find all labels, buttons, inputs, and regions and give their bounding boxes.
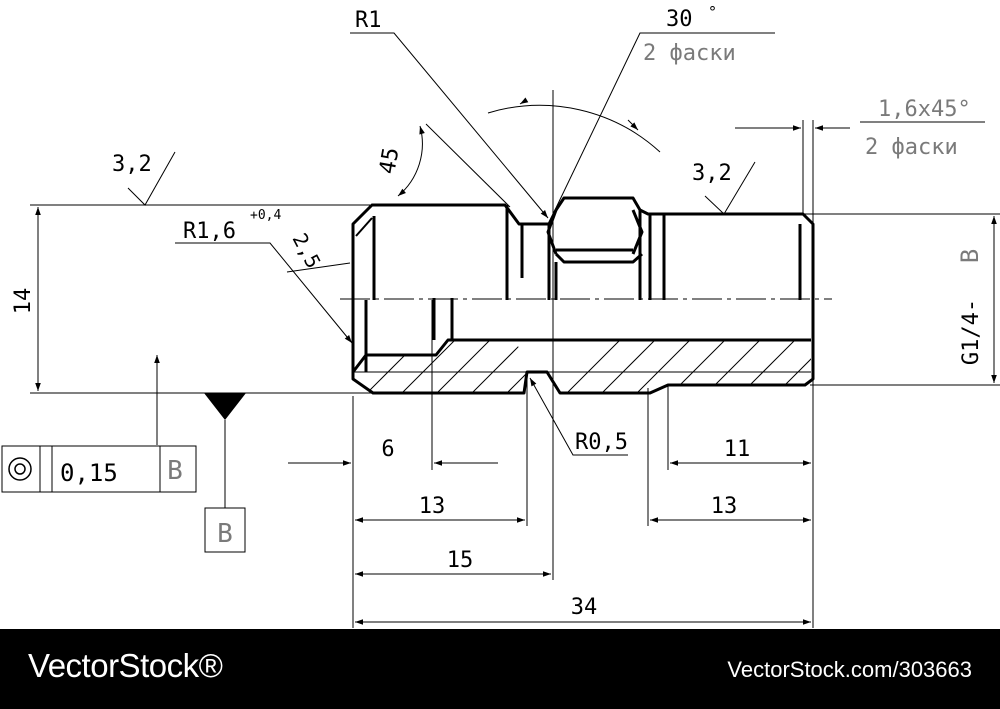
- leader-chamfer-25: [286, 262, 351, 273]
- chamfers-note-b: 2 фаски: [865, 135, 958, 160]
- dim-34-label: 34: [571, 595, 598, 620]
- dimension-lines: [35, 97, 997, 625]
- chamfer-25-label: 2,5: [288, 229, 326, 272]
- tolerance-value: 0,15: [60, 459, 118, 487]
- datum-triangle: [204, 393, 246, 420]
- fillet-r16-label: R1,6: [183, 219, 236, 244]
- chamfer-right-label: 1,6x45°: [878, 97, 971, 122]
- angle-arc-45: [397, 125, 425, 197]
- roughness-right-label: 3,2: [692, 161, 732, 186]
- roughness-left-label: 3,2: [112, 152, 152, 177]
- roughness-symbol-right: [704, 161, 756, 215]
- datum-label: B: [217, 519, 233, 549]
- chamfer-angle-label: 45: [375, 146, 404, 176]
- concentricity-icon: [8, 457, 32, 481]
- part-outline: [351, 196, 815, 395]
- angle-arc-30: [487, 104, 661, 153]
- fillet-r16-tolerance: +0,4: [250, 208, 281, 223]
- dim-11-label: 11: [724, 437, 751, 462]
- leader-30: [554, 32, 775, 211]
- watermark-footer: VectorStock® VectorStock.com/303663: [0, 629, 1000, 709]
- annotations: R1 30 ° 2 фаски 1,6x45° 2 фаски 3,2 3,2 …: [11, 3, 984, 620]
- footer-brand: VectorStock®: [28, 647, 223, 684]
- leader-r1: [350, 32, 549, 219]
- footer-url: VectorStock.com/303663: [727, 657, 972, 682]
- extension-lines: [30, 90, 1000, 628]
- roughness-symbols: [127, 151, 756, 215]
- datum-symbol: B: [154, 355, 246, 553]
- leader-lines: [175, 32, 985, 456]
- angle-30-unit: °: [708, 3, 717, 21]
- datum-box: [204, 507, 246, 553]
- tolerance-datum: B: [167, 456, 183, 486]
- groove-r05-label: R0,5: [575, 430, 628, 455]
- fitting-engineering-drawing: B 0,15 B R1 30 ° 2 фаски 1,6x45° 2 фаски…: [1, 3, 1000, 628]
- angle-line-45: [425, 123, 511, 208]
- radius-r1-label: R1: [355, 8, 382, 33]
- dim-15-label: 15: [447, 548, 474, 573]
- leader-r05: [529, 377, 628, 456]
- height-14-label: 14: [11, 288, 36, 315]
- leader-r16: [175, 242, 353, 344]
- section-hatching: [353, 340, 811, 393]
- dim-6-label: 6: [381, 437, 394, 462]
- roughness-symbol-left: [127, 151, 176, 206]
- dim-13-left-label: 13: [419, 494, 446, 519]
- angle-30-label: 30: [666, 7, 693, 32]
- thread-spec-label: G1/4-: [959, 299, 984, 365]
- dim-13-right-label: 13: [711, 494, 738, 519]
- thread-datum-label: B: [956, 249, 984, 263]
- feature-control-frame: 0,15 B: [1, 445, 197, 493]
- chamfers-note-a: 2 фаски: [643, 41, 736, 66]
